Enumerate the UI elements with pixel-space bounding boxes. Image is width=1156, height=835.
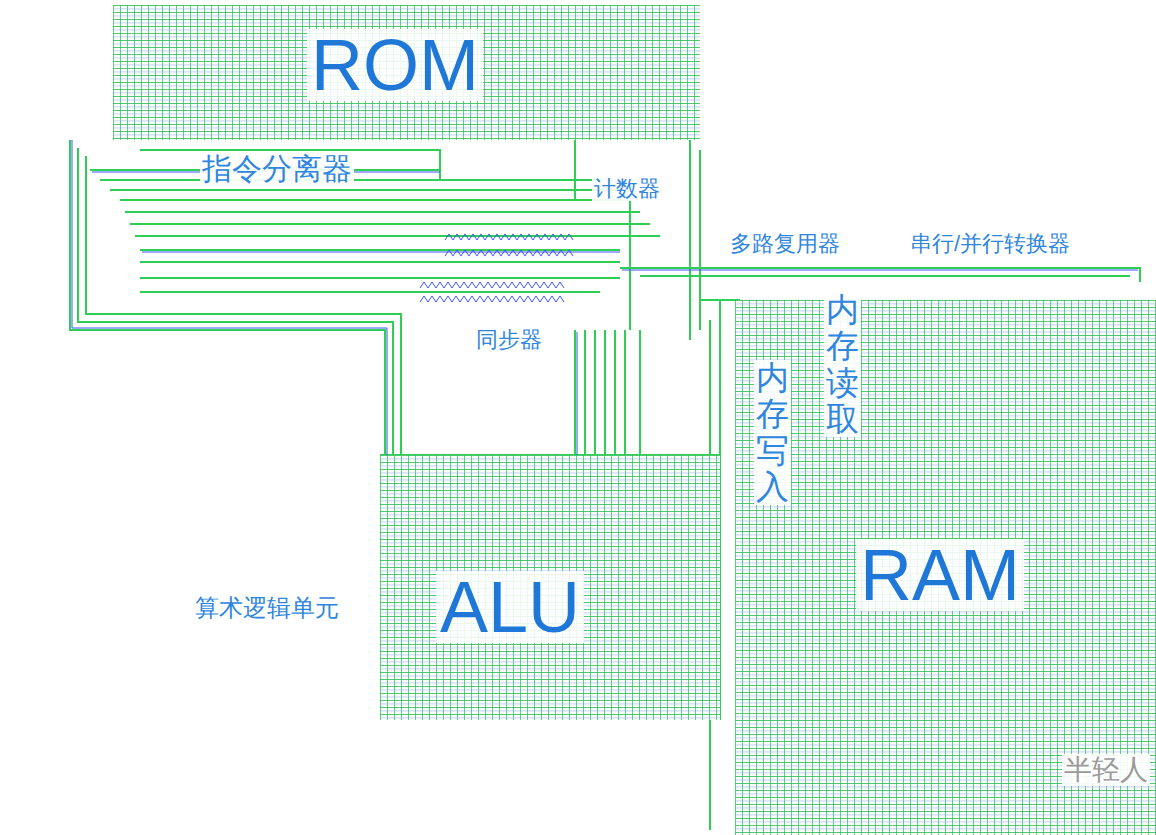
- part-label: 算术逻辑单元: [193, 594, 341, 622]
- memory-region: ALU: [380, 455, 720, 720]
- memory-region: ROM: [113, 5, 700, 140]
- part-label: 多路复用器: [728, 231, 842, 256]
- part-label: 内存读取: [824, 292, 861, 437]
- watermark: 半轻人: [1062, 754, 1150, 786]
- part-label: 计数器: [592, 176, 662, 201]
- part-label: 同步器: [474, 327, 544, 352]
- region-title: ALU: [436, 571, 584, 643]
- region-title: RAM: [856, 539, 1024, 611]
- part-label: 指令分离器: [200, 152, 354, 187]
- part-label: 串行/并行转换器: [908, 231, 1072, 256]
- part-label: 内存写入: [754, 360, 791, 505]
- region-title: ROM: [307, 29, 483, 101]
